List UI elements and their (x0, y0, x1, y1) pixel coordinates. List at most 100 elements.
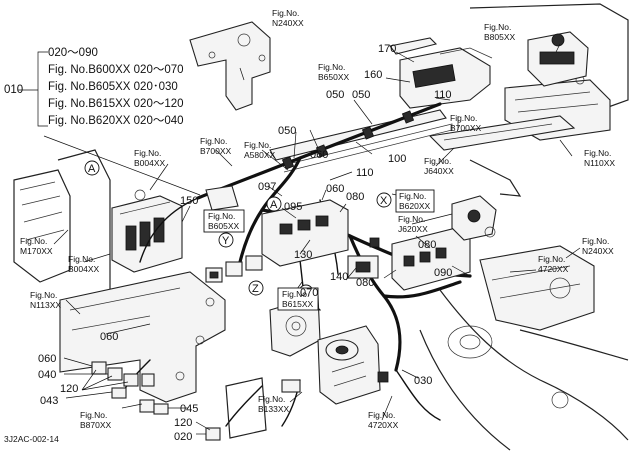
fig-ref-b650xx[interactable]: Fig.No. B650XX (318, 62, 350, 82)
callout-020: 020 (174, 431, 192, 443)
svg-text:Z: Z (252, 283, 259, 295)
callout-110-top: 110 (434, 89, 452, 101)
svg-text:Fig.No.: Fig.No. (282, 289, 309, 299)
view-marker-y: Y (218, 232, 234, 248)
callout-100: 100 (388, 153, 406, 165)
list-line-4: Fig. No.B615XX 020～120 (48, 98, 184, 110)
callout-050-c: 050 (278, 125, 296, 137)
callout-120-bottom: 120 (174, 417, 192, 429)
svg-text:A: A (270, 199, 278, 211)
svg-text:Fig.No.: Fig.No. (244, 140, 271, 150)
list-line-3: Fig. No.B605XX 020･030 (48, 81, 178, 93)
svg-text:B700XX: B700XX (200, 146, 232, 156)
svg-text:Fig.No.: Fig.No. (20, 236, 47, 246)
main-part-number: 010 (4, 84, 23, 96)
fig-ref-4720xx-bottom[interactable]: Fig.No. 4720XX (368, 410, 399, 430)
fig-ref-b004xx-top[interactable]: Fig.No. B004XX (134, 148, 166, 168)
svg-text:Fig.No.: Fig.No. (258, 394, 285, 404)
list-line-2: Fig. No.B600XX 020～070 (48, 64, 184, 76)
fig-ref-j620xx[interactable]: Fig.No. J620XX (398, 214, 428, 234)
callout-060-mid: 060 (326, 183, 344, 195)
svg-text:Fig.No.: Fig.No. (200, 136, 227, 146)
fig-ref-a580xx[interactable]: Fig.No. A580XX (244, 140, 276, 160)
callout-030: 030 (414, 375, 432, 387)
svg-text:4720XX: 4720XX (368, 420, 399, 430)
fig-ref-b870xx[interactable]: Fig.No. B870XX (80, 410, 112, 430)
fig-ref-b605xx[interactable]: Fig.No. B605XX (203, 209, 245, 233)
fig-ref-n240xx-top[interactable]: Fig.No. N240XX (272, 8, 304, 28)
callout-120-left: 120 (60, 383, 78, 395)
callout-090: 090 (434, 267, 452, 279)
callout-050-a: 050 (352, 89, 370, 101)
fig-ref-b615xx[interactable]: Fig.No. B615XX (277, 287, 319, 311)
fig-ref-m170xx[interactable]: Fig.No. M170XX (20, 236, 53, 256)
view-marker-z-left: Z (248, 280, 264, 296)
svg-text:B650XX: B650XX (318, 72, 350, 82)
fig-ref-b805xx[interactable]: Fig.No. B805XX (484, 22, 516, 42)
svg-text:X: X (380, 195, 388, 207)
fig-ref-n110xx[interactable]: Fig.No. N110XX (584, 148, 615, 168)
svg-text:Fig.No.: Fig.No. (134, 148, 161, 158)
callout-080-top: 080 (346, 191, 364, 203)
svg-text:Fig.No.: Fig.No. (582, 236, 609, 246)
fig-ref-b620xx[interactable]: Fig.No. B620XX (395, 189, 435, 213)
figure-code: 3J2AC-002-14 (4, 434, 59, 444)
svg-text:Fig.No.: Fig.No. (272, 8, 299, 18)
callout-050-b: 050 (326, 89, 344, 101)
svg-text:B615XX: B615XX (282, 299, 314, 309)
callout-060-list: 060 (38, 353, 56, 365)
svg-text:B700XX: B700XX (450, 123, 482, 133)
callout-060-top: 060 (310, 149, 328, 161)
svg-text:Fig.No.: Fig.No. (424, 156, 451, 166)
callout-080-lower: 080 (356, 277, 374, 289)
svg-text:Fig.No.: Fig.No. (30, 290, 57, 300)
svg-text:Fig.No.: Fig.No. (80, 410, 107, 420)
svg-text:Fig.No.: Fig.No. (368, 410, 395, 420)
svg-text:N110XX: N110XX (584, 158, 615, 168)
callout-130: 130 (294, 249, 312, 261)
svg-text:Fig.No.: Fig.No. (538, 254, 565, 264)
svg-text:Y: Y (222, 235, 230, 247)
fig-ref-n113xx[interactable]: Fig.No. N113XX (30, 290, 61, 310)
svg-text:Fig.No.: Fig.No. (68, 254, 95, 264)
list-line-5: Fig. No.B620XX 020～040 (48, 115, 184, 127)
fig-ref-b004xx-bottom[interactable]: Fig.No. B004XX (68, 254, 100, 274)
callout-060-left: 060 (100, 331, 118, 343)
svg-text:N240XX: N240XX (272, 18, 304, 28)
svg-text:N240XX: N240XX (582, 246, 614, 256)
svg-text:B133XX: B133XX (258, 404, 290, 414)
svg-text:B004XX: B004XX (68, 264, 100, 274)
fig-ref-b133xx[interactable]: Fig.No. B133XX (258, 394, 290, 414)
svg-text:B805XX: B805XX (484, 32, 516, 42)
svg-text:Fig.No.: Fig.No. (398, 214, 425, 224)
svg-text:J620XX: J620XX (398, 224, 428, 234)
svg-text:Fig.No.: Fig.No. (484, 22, 511, 32)
callout-150: 150 (180, 195, 198, 207)
view-marker-x: X (376, 192, 392, 208)
callout-045: 045 (180, 403, 198, 415)
fig-ref-b700xx-right[interactable]: Fig.No. B700XX (450, 113, 482, 133)
fig-ref-n240xx-right[interactable]: Fig.No. N240XX (582, 236, 614, 256)
view-marker-a-center: A (266, 196, 282, 212)
svg-text:A: A (88, 163, 96, 175)
svg-text:B870XX: B870XX (80, 420, 112, 430)
view-marker-a-left: A (84, 160, 100, 176)
svg-text:Fig.No.: Fig.No. (318, 62, 345, 72)
callout-070: 070 (300, 287, 318, 299)
fig-ref-j640xx[interactable]: Fig.No. J640XX (424, 156, 454, 176)
svg-text:B620XX: B620XX (399, 201, 431, 211)
svg-text:Fig.No.: Fig.No. (450, 113, 477, 123)
svg-text:Fig.No.: Fig.No. (584, 148, 611, 158)
part-callouts: 170 160 110 050 050 050 060 100 110 097 … (38, 43, 452, 443)
fig-ref-4720xx-right[interactable]: Fig.No. 4720XX (538, 254, 569, 274)
svg-text:Fig.No.: Fig.No. (399, 191, 426, 201)
leader-lines (18, 43, 581, 435)
diagram-artwork (13, 3, 629, 451)
svg-text:M170XX: M170XX (20, 246, 53, 256)
callout-095: 095 (284, 201, 302, 213)
fig-ref-b700xx-left[interactable]: Fig.No. B700XX (200, 136, 232, 156)
svg-text:Fig.No.: Fig.No. (208, 211, 235, 221)
callout-080-right: 080 (418, 239, 436, 251)
fig-references: Fig.No. N240XX Fig.No. B805XX Fig.No. B6… (20, 8, 615, 430)
callout-097: 097 (258, 181, 276, 193)
